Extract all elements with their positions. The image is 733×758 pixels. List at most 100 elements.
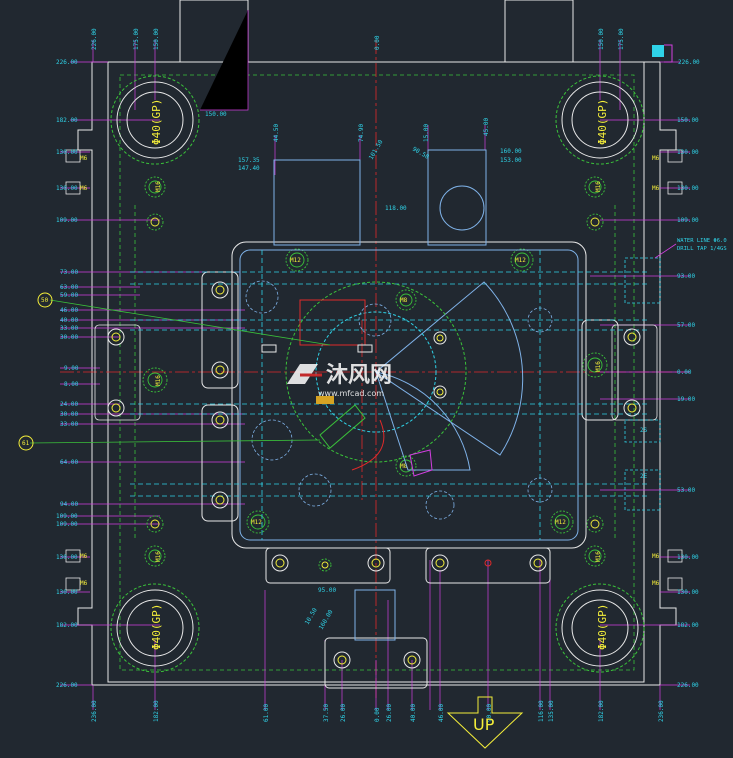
dim-text: 74.90 [358,124,365,142]
dim-text: 46.00 [438,704,445,722]
dim-text: 40.00 [410,704,417,722]
dim-text: 59.00 [60,292,78,299]
screw-label: M16 [155,375,162,386]
side-ear-blocks [65,149,683,591]
dim-text: 182.00 [56,117,78,124]
dim-text: 30.00 [60,411,78,418]
screw-labels: M16 M16 M16 M16 M16 M16 M12 M12 M12 M12 … [80,155,660,587]
screw-label: M16 [595,361,602,372]
dim-text: 160.00 [500,148,522,155]
ejector-pins [245,280,553,520]
dim-text: 109.00 [56,513,78,520]
callout-61-text: 61 [22,440,30,447]
dim-text: 8.00 [64,381,79,388]
dim-text: 73.00 [60,269,78,276]
dim-text: 226.00 [678,59,700,66]
dim-text: 0.00 [374,35,381,50]
dim-text: 182.00 [677,622,699,629]
dim-text: 33.00 [60,325,78,332]
guide-pin-label-tr: Φ40(GP) [596,99,609,145]
water-lines [130,250,650,540]
dim-text: 130.00 [677,185,699,192]
dim-text: 182.00 [153,700,160,722]
dim-text: 153.00 [500,157,522,164]
dim-text: 40.00 [60,317,78,324]
dim-text: 95.00 [318,587,336,594]
water-note: WATER LINE Φ6.0 DRILL TAP 1/4GS [654,238,727,259]
screw-label: M6 [652,580,660,587]
callout-50: 50 [37,292,53,308]
water-note-line2: DRILL TAP 1/4GS [677,246,727,252]
watermark-url: www.mfcad.com [318,389,384,398]
dim-text: 37.50 [323,704,330,722]
screw-label: M8 [400,297,408,304]
dim-text: 109.00 [56,217,78,224]
screw-label: M12 [515,257,526,264]
dim-text: 0.00 [677,369,692,376]
screw-label: M12 [251,519,262,526]
dim-text: 53.00 [677,487,695,494]
dim-text: 93.00 [677,273,695,280]
bolts [107,281,641,669]
corner-marker [652,44,673,63]
dim-text: 236.00 [91,700,98,722]
slider-pockets [273,149,487,641]
dim-text: 157.35 [238,157,260,164]
screw-label: M16 [155,551,162,562]
screw-label: M6 [80,580,88,587]
dim-text: 226.00 [56,59,78,66]
dim-text: 57.00 [677,322,695,329]
screw-label: M16 [595,181,602,192]
centerlines [60,40,690,700]
dim-text: 45.00 [483,118,490,136]
dim-text: 30.00 [60,334,78,341]
dim-text: 182.00 [56,622,78,629]
rotary-core [261,281,524,477]
face-label-2s: 2S [640,427,648,434]
screw-label: M6 [652,553,660,560]
cooling-outline [119,74,635,671]
dim-text: 130.00 [56,185,78,192]
dim-text: 9.00 [64,365,79,372]
dim-text: 182.00 [598,700,605,722]
dim-text: 130.00 [677,589,699,596]
guide-pin-label-br: Φ40(GP) [596,604,609,650]
dim-text: 64.00 [60,459,78,466]
dim-text: 24.00 [60,401,78,408]
dim-text: 226.00 [91,28,98,50]
dim-text: 15.00 [423,124,430,142]
dim-text: 0.00 [374,707,381,722]
screw-label: M12 [555,519,566,526]
dim-text: 175.00 [133,28,140,50]
screw-label: M6 [80,185,88,192]
dim-text: 46.00 [60,307,78,314]
dim-text: 109.00 [56,521,78,528]
face-label-2e: 2E [640,473,648,480]
watermark-text: 沐风网 [326,363,392,388]
dim-text: 26.00 [386,704,393,722]
dim-text: 94.00 [60,501,78,508]
dim-text: 130.00 [56,589,78,596]
dim-text: 226.00 [56,682,78,689]
screw-label: M8 [400,463,408,470]
water-note-line1: WATER LINE Φ6.0 [677,238,727,244]
guide-pins [110,75,645,673]
dim-text: 175.00 [618,28,625,50]
watermark: 沐风网 www.mfcad.com [287,363,392,398]
dim-text: 33.00 [60,421,78,428]
guide-pin-label-tl: Φ40(GP) [150,99,163,145]
dim-text: 226.00 [677,682,699,689]
screw-label: M6 [652,185,660,192]
dim-text: 44.50 [273,124,280,142]
guide-pin-label-bl: Φ40(GP) [150,604,163,650]
screw-label: M12 [290,257,301,264]
dim-text: 130.00 [677,149,699,156]
left-dimensions: 226.00 182.00 130.00 130.00 109.00 73.00… [56,59,79,689]
dim-text: 116.00 [538,700,545,722]
dim-text: 150.00 [598,28,605,50]
dim-text: 147.40 [238,165,260,172]
dim-text: 10.50 [304,607,319,626]
dim-text: 135.00 [548,700,555,722]
up-label: UP [473,715,495,734]
